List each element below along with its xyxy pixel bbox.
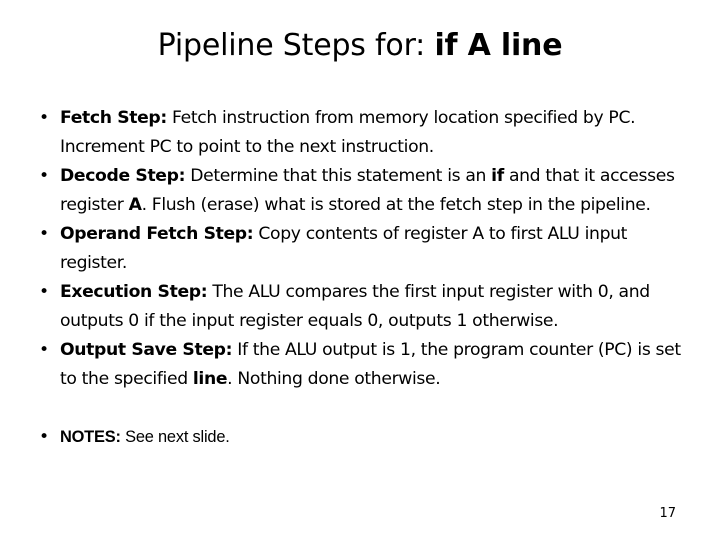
list-item-body-2: and that it accesses register [60, 166, 675, 215]
list-item-text: Execution Step: The ALU compares the fir… [60, 278, 690, 336]
list-item-em-1: line [192, 369, 228, 389]
list-item-body-1: Fetch instruction from memory location s… [60, 108, 636, 157]
list-item-body-2: . Nothing done otherwise. [227, 369, 441, 389]
bullet-list: • Fetch Step: Fetch instruction from mem… [30, 104, 690, 452]
list-item: • Decode Step: Determine that this state… [30, 162, 690, 220]
list-item-lead: NOTES: [60, 428, 121, 446]
list-item-body-1: If the ALU output is 1, the program coun… [60, 340, 681, 389]
bullet-point-icon: • [39, 108, 49, 128]
list-item-body-1: The ALU compares the first input registe… [60, 282, 650, 331]
list-item-text: Fetch Step: Fetch instruction from memor… [60, 104, 690, 162]
list-item-body-1: Determine that this statement is an [185, 166, 492, 186]
slide-title: Pipeline Steps for: if A line [0, 26, 720, 66]
list-item-lead: Decode Step: [60, 166, 186, 186]
list-item-text: Output Save Step: If the ALU output is 1… [60, 336, 690, 394]
bullet-point-icon: • [39, 282, 49, 302]
list-spacer [30, 394, 690, 423]
list-item-body-1: Copy contents of register A to first ALU… [60, 224, 628, 273]
list-item: • Fetch Step: Fetch instruction from mem… [30, 104, 690, 162]
slide-title-prefix: Pipeline Steps for: [157, 28, 435, 63]
list-item-body-1: See next slide. [120, 428, 230, 446]
bullet-point-icon: • [39, 427, 49, 447]
slide-title-emphasis: if A line [434, 28, 563, 63]
list-item-lead: Fetch Step: [60, 108, 167, 128]
list-item: • Output Save Step: If the ALU output is… [30, 336, 690, 394]
bullet-point-icon: • [39, 166, 49, 186]
list-item-notes: • NOTES: See next slide. [30, 423, 690, 452]
list-item-text: Decode Step: Determine that this stateme… [60, 162, 690, 220]
list-item-text: Operand Fetch Step: Copy contents of reg… [60, 220, 690, 278]
page-number: 17 [659, 506, 676, 521]
list-item-body-3: . Flush (erase) what is stored at the fe… [141, 195, 651, 215]
bullet-point-icon: • [39, 224, 49, 244]
list-item: • Execution Step: The ALU compares the f… [30, 278, 690, 336]
list-item-text: NOTES: See next slide. [60, 423, 690, 452]
list-item-em-2: A [128, 195, 142, 215]
list-item-lead: Execution Step: [60, 282, 208, 302]
list-item-em-1: if [491, 166, 504, 186]
list-item-lead: Operand Fetch Step: [60, 224, 254, 244]
bullet-point-icon: • [39, 340, 49, 360]
list-item-lead: Output Save Step: [60, 340, 233, 360]
list-item: • Operand Fetch Step: Copy contents of r… [30, 220, 690, 278]
